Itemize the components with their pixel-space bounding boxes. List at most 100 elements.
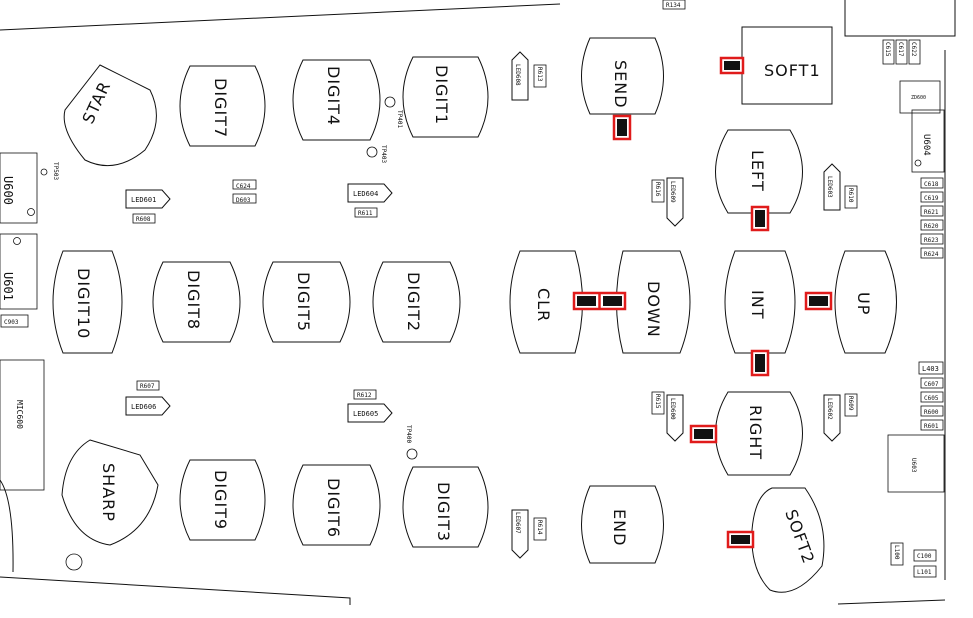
spk-pad-int: [750, 349, 770, 377]
c605-label: C605: [924, 395, 939, 402]
r620-label: R620: [924, 223, 939, 230]
d-marker: [65, 553, 83, 571]
r609-label: R609: [847, 396, 854, 411]
c607-label: C607: [924, 381, 939, 388]
r600-label: R600: [924, 409, 939, 416]
led-604-label: LED604: [353, 190, 378, 198]
key-send-label: SEND: [611, 60, 630, 109]
led-605-label: LED605: [353, 410, 378, 418]
key-digit10: DIGIT10: [52, 250, 123, 354]
key-clr-label: CLR: [534, 288, 553, 322]
r134-label: R134: [666, 2, 681, 9]
led-603-label: LED603: [826, 176, 833, 198]
led-602: LED602: [823, 394, 841, 442]
key-sharp: SHARP: [61, 439, 159, 546]
chip-zd600: ZD600: [899, 80, 941, 114]
r608-label: R608: [136, 216, 151, 223]
key-up: UP: [834, 250, 897, 354]
led-607: LED607: [511, 509, 529, 559]
r613-label: R613: [536, 67, 543, 82]
key-digit2: DIGIT2: [372, 261, 461, 343]
spk-pad-up: [804, 291, 833, 311]
l100-label: L100: [893, 545, 900, 560]
key-digit8: DIGIT8: [152, 261, 241, 343]
r615-label: R615: [654, 394, 661, 409]
key-digit3: DIGIT3: [402, 466, 489, 548]
l101-label: L101: [917, 569, 932, 576]
r601-label: R601: [924, 423, 939, 430]
chip-u601-label: U601: [1, 272, 15, 301]
key-sharp-label: SHARP: [99, 463, 118, 522]
tp-400: [406, 448, 418, 460]
key-star: STAR: [63, 64, 157, 167]
r611-label: R611: [358, 210, 373, 217]
key-clr: CLR: [509, 250, 583, 354]
key-left: LEFT: [715, 129, 803, 214]
led-606-label: LED606: [131, 403, 156, 411]
chip-u600: U600: [0, 152, 48, 224]
key-digit8-label: DIGIT8: [184, 270, 203, 330]
led-605: LED605: [347, 403, 393, 423]
key-digit5: DIGIT5: [262, 261, 351, 343]
c100-label: C100: [917, 553, 932, 560]
key-digit10-label: DIGIT10: [74, 268, 93, 339]
r621-label: R621: [924, 209, 939, 216]
spk-pad-soft1: [719, 56, 745, 75]
led-600: LED600: [666, 394, 684, 442]
r612-label: R612: [357, 392, 372, 399]
r616-label: R616: [654, 182, 661, 197]
key-int: INT: [724, 250, 796, 354]
led-600-label: LED600: [669, 398, 676, 420]
key-digit7: DIGIT7: [179, 65, 266, 147]
key-digit4-label: DIGIT4: [324, 66, 343, 126]
key-soft2: SOFT2: [751, 487, 825, 593]
key-up-label: UP: [854, 292, 873, 315]
led-609: LED609: [666, 177, 684, 227]
c624-label: C624: [236, 183, 251, 190]
c615-label: C615: [884, 42, 891, 57]
tp-503-label: TP503: [52, 162, 59, 180]
c619-label: C619: [924, 195, 939, 202]
r610-label: R610: [847, 188, 854, 203]
key-down: DOWN: [616, 250, 691, 354]
led-601: LED601: [125, 189, 171, 209]
key-digit6-label: DIGIT6: [324, 478, 343, 538]
chip-u603: U603: [887, 434, 945, 493]
c622-label: C622: [910, 42, 917, 57]
tp-401-label: TP401: [396, 110, 403, 128]
highlighted-pads: [572, 56, 833, 549]
r607-label: R607: [140, 383, 155, 390]
chip-u604: U604: [911, 109, 945, 173]
key-soft1-label: SOFT1: [764, 61, 821, 80]
led-607-label: LED607: [514, 512, 521, 534]
spk-pad-send: [612, 114, 632, 141]
key-digit9: DIGIT9: [179, 459, 266, 541]
key-down-label: DOWN: [644, 281, 663, 338]
d603-label: D603: [236, 197, 251, 204]
tp-400-label: TP400: [405, 425, 412, 443]
led-606: LED606: [125, 396, 171, 416]
key-send: SEND: [581, 37, 664, 115]
key-digit1: DIGIT1: [402, 56, 489, 138]
chip-mic600-label: MIC600: [15, 400, 24, 429]
testpoints: TP401 TP403 TP400 TP503: [52, 96, 418, 460]
r623-label: R623: [924, 237, 939, 244]
led-608-label: LED608: [514, 64, 521, 86]
c618-label: C618: [924, 181, 939, 188]
chip-u604-label: U604: [921, 134, 931, 156]
chip-mic600: MIC600: [0, 359, 45, 491]
led-609-label: LED609: [669, 181, 676, 203]
spk-pad-right: [689, 424, 718, 444]
c617-label: C617: [897, 42, 904, 57]
spk-pad-left: [750, 205, 770, 232]
keypads: SEND SOFT1 LEFT CLR DOWN INT: [52, 26, 897, 593]
key-digit2-label: DIGIT2: [404, 272, 423, 332]
key-digit1-label: DIGIT1: [432, 65, 451, 125]
chip-u603-label: U603: [910, 458, 917, 473]
c903-label: C903: [4, 319, 19, 326]
key-right: RIGHT: [715, 391, 803, 476]
key-right-label: RIGHT: [746, 405, 765, 460]
spk-pad-soft2: [726, 530, 755, 549]
led-603: LED603: [823, 163, 841, 211]
